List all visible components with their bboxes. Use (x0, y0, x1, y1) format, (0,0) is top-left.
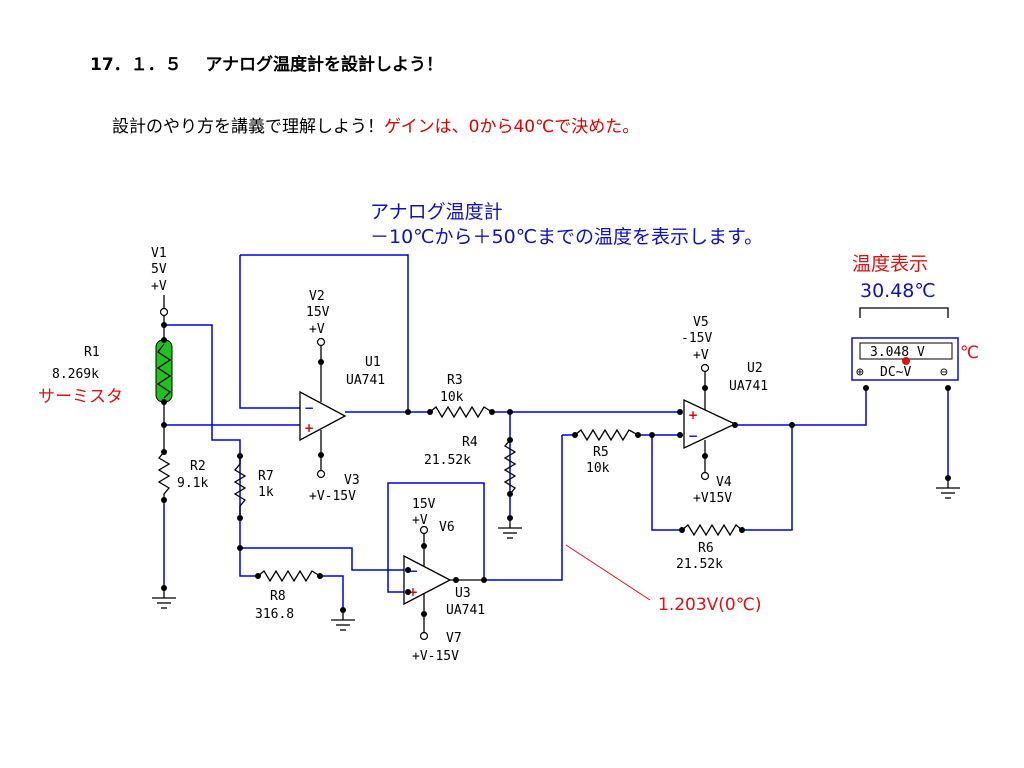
u2-name: U2 (747, 361, 763, 376)
r5-value: 10k (586, 461, 610, 476)
r1-name: R1 (84, 345, 100, 360)
meter-unit: ℃ (960, 343, 979, 363)
v2-value: 15V (306, 305, 330, 320)
r7-value: 1k (258, 485, 274, 500)
r4-name: R4 (462, 435, 478, 450)
diagram-subtitle: －10℃から＋50℃までの温度を表示します。 (370, 226, 763, 248)
source-v6: 15V +V V6 (412, 497, 455, 535)
svg-text:−: − (408, 564, 418, 578)
intro-highlight: ゲインは、0から40℃で決めた。 (384, 117, 640, 137)
meter-mode: DC~V (880, 365, 911, 380)
intro-line: 設計のやり方を講義で理解しよう！ゲインは、0から40℃で決めた。 (112, 112, 639, 137)
opamp-u1: − + U1 UA741 (299, 345, 385, 470)
meter-plus-terminal: ⊕ (856, 365, 864, 380)
annotation-pointer (565, 544, 651, 601)
v2-name: V2 (309, 289, 325, 304)
thermistor-label: サーミスタ (38, 387, 123, 407)
display-label: 温度表示 (852, 253, 928, 275)
v5-terminal: +V (693, 348, 709, 363)
u3-model: UA741 (446, 603, 485, 618)
section-number: 17．１．５ (90, 55, 182, 75)
u1-model: UA741 (346, 373, 385, 388)
v4-value: +V15V (693, 491, 732, 506)
source-v7: V7 +V-15V (412, 631, 462, 664)
opamp-u2: + − U2 UA741 (683, 361, 768, 472)
r7-name: R7 (258, 469, 274, 484)
svg-text:+: + (304, 421, 314, 435)
source-v2: V2 15V +V (306, 289, 330, 347)
u3-name: U3 (455, 586, 471, 601)
v3-value: +V-15V (309, 489, 356, 504)
v6-name: V6 (439, 520, 455, 535)
v3-name: V3 (344, 473, 360, 488)
r1-value: 8.269k (52, 367, 99, 382)
r8-value: 316.8 (255, 607, 294, 622)
v5-name: V5 (693, 315, 709, 330)
resistor-r3: R3 10k (429, 373, 493, 419)
diagram-title: アナログ温度計 (370, 201, 503, 223)
annotation-voltage: 1.203V(0℃) (658, 595, 761, 615)
v7-value: +V-15V (412, 649, 459, 664)
section-title: アナログ温度計を設計しよう！ (205, 55, 444, 75)
meter-minus-terminal: ⊖ (940, 365, 948, 380)
u1-name: U1 (365, 355, 381, 370)
section-heading: 17．１．５ アナログ温度計を設計しよう！ (90, 50, 443, 75)
svg-text:+: + (408, 585, 418, 599)
resistor-r6: R6 21.52k (676, 523, 743, 572)
resistor-r4: R4 21.52k (424, 435, 517, 495)
v4-name: V4 (716, 475, 732, 490)
svg-text:+: + (688, 408, 698, 422)
r2-value: 9.1k (177, 476, 208, 491)
r4-value: 21.52k (424, 453, 471, 468)
wires (163, 254, 949, 610)
svg-text:−: − (688, 429, 698, 443)
v7-name: V7 (446, 631, 462, 646)
v6-terminal: +V (412, 513, 428, 528)
v1-name: V1 (151, 246, 167, 261)
r6-value: 21.52k (676, 557, 723, 572)
r6-name: R6 (698, 541, 714, 556)
multimeter: 3.048 V ⊕ DC~V ⊖ ℃ (851, 337, 979, 381)
display-bracket (859, 307, 949, 318)
source-v5: V5 -15V +V (681, 315, 712, 373)
r5-name: R5 (593, 445, 609, 460)
u2-model: UA741 (729, 379, 768, 394)
source-v1: V1 5V +V (151, 246, 169, 325)
resistor-r2: R2 9.1k (157, 425, 208, 500)
intro-text: 設計のやり方を講義で理解しよう！ (112, 117, 384, 137)
thermistor-r1: R1 8.269k サーミスタ (38, 325, 173, 425)
resistor-r5: R5 10k (574, 428, 639, 476)
r8-name: R8 (270, 589, 286, 604)
v6-value: 15V (412, 497, 436, 512)
svg-text:−: − (304, 401, 314, 415)
r2-name: R2 (190, 459, 206, 474)
ground-symbol (152, 588, 176, 609)
resistor-r8: R8 316.8 (255, 569, 321, 622)
meter-reading: 3.048 V (870, 345, 925, 360)
opamp-u3: − + U3 UA741 (403, 528, 485, 632)
junction-dots (161, 322, 951, 617)
source-v3: V3 +V-15V (309, 469, 360, 504)
resistor-r7: R7 1k (233, 456, 274, 518)
v1-value: 5V (151, 262, 167, 277)
v2-terminal: +V (309, 322, 325, 337)
source-v4: V4 +V15V (693, 471, 732, 506)
meter-indicator (902, 357, 910, 365)
v1-terminal: +V (151, 279, 167, 294)
r3-value: 10k (440, 390, 464, 405)
v5-value: -15V (681, 331, 712, 346)
r3-name: R3 (447, 373, 463, 388)
display-value: 30.48℃ (860, 280, 936, 302)
